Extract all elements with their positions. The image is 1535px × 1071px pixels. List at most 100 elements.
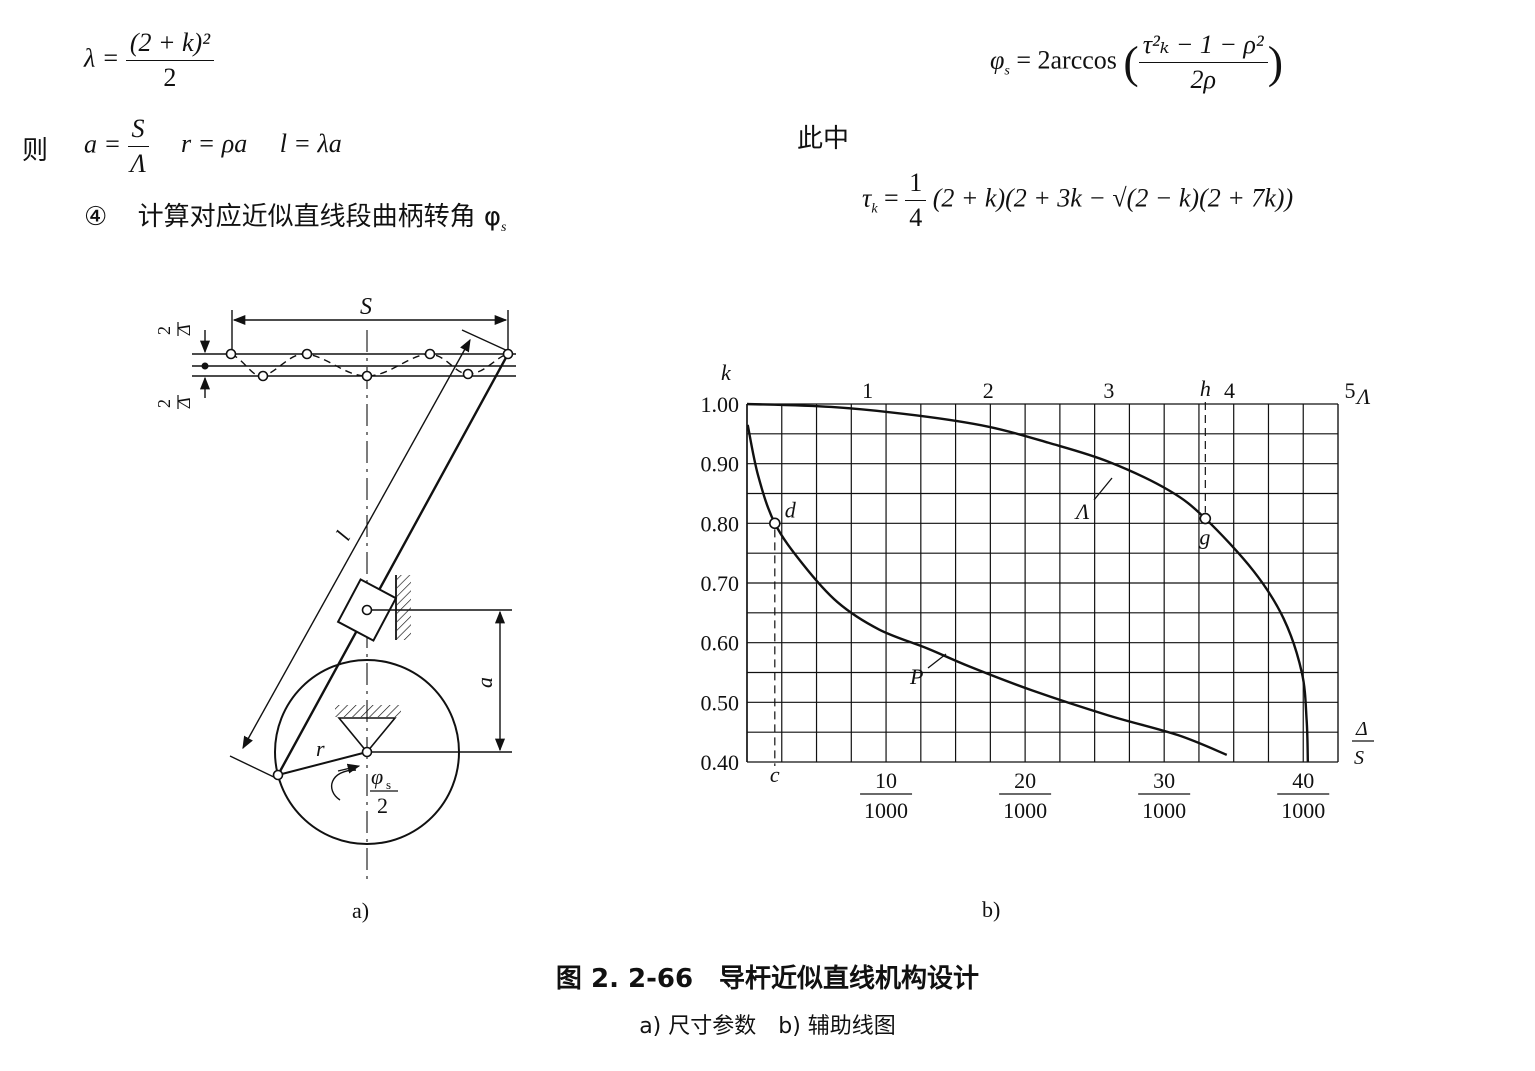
- pivot-hatch: [335, 705, 401, 717]
- label-a: a: [472, 677, 497, 688]
- caption-b: b): [982, 897, 1000, 922]
- lambda-fraction: (2 + k)² 2: [125, 28, 215, 93]
- point-label-g: g: [1199, 525, 1210, 550]
- x-bottom-tick-den: 1000: [1003, 798, 1047, 823]
- formula-phi: φs = 2arccos ( τ²ₖ − 1 − ρ² 2ρ ): [990, 30, 1283, 95]
- tau-lhs: τ: [862, 183, 872, 213]
- label-delta-top-num: Δ: [174, 324, 194, 336]
- phi-den: 2ρ: [1190, 64, 1216, 94]
- phi-lhs: φ: [990, 45, 1005, 75]
- y-tick-label: 0.60: [701, 631, 740, 656]
- phi-arrow: [337, 763, 361, 774]
- a-num: S: [127, 114, 149, 147]
- ze-label: 则: [22, 136, 49, 166]
- l-dimension-line: [242, 338, 471, 750]
- r-eq: r = ρa: [181, 129, 248, 159]
- phi-paren-close: ): [1267, 36, 1284, 88]
- l-ext-top: [461, 329, 511, 353]
- step-sub: s: [501, 220, 507, 236]
- x-top-tick-label: 3: [1103, 378, 1114, 403]
- figure-subtitle: a) 尺寸参数 b) 辅助线图: [639, 1014, 896, 1039]
- band-dot: [201, 362, 209, 370]
- cizhong-label: 此中: [797, 124, 850, 154]
- lambda-lhs: λ =: [84, 43, 120, 73]
- x-bottom-tick-den: 1000: [864, 798, 908, 823]
- x-bottom-tick-den: 1000: [1281, 798, 1325, 823]
- pin-point: [462, 368, 474, 380]
- pin-point: [502, 348, 514, 360]
- x-bottom-label-den: S: [1354, 747, 1364, 769]
- x-bottom-tick-num: 30: [1153, 768, 1175, 793]
- marked-point-g: [1199, 512, 1212, 525]
- x-top-tick-label: 5: [1345, 378, 1356, 403]
- phi-eq: = 2arccos: [1016, 45, 1117, 75]
- y-tick-label: 0.90: [701, 452, 740, 477]
- x-bottom-tick-den: 1000: [1142, 798, 1186, 823]
- formula-lambda: λ = (2 + k)² 2: [84, 28, 215, 93]
- formula-tau: τk = 1 4 (2 + k)(2 + 3k − √(2 − k)(2 + 7…: [862, 168, 1293, 233]
- pin-point: [257, 370, 269, 382]
- slider-pin: [361, 604, 373, 616]
- step-line: ④ 计算对应近似直线段曲柄转角 φs: [84, 196, 506, 236]
- label-phi-sub: s: [386, 777, 391, 792]
- point-label-d: d: [785, 497, 797, 522]
- guide-label-c: c: [770, 762, 780, 787]
- l-ext-bottom: [229, 755, 281, 781]
- x-top-tick-label: 4: [1224, 378, 1235, 403]
- label-delta-top-den: 2: [154, 326, 174, 335]
- phi-fraction: τ²ₖ − 1 − ρ² 2ρ: [1138, 30, 1268, 95]
- guide-label-h: h: [1200, 376, 1211, 401]
- series-curve-lambda: [746, 402, 1310, 763]
- marked-point-d: [769, 517, 781, 530]
- pin-point: [301, 348, 313, 360]
- formula-a: a = S Λ r = ρa l = λa: [84, 114, 342, 179]
- label-r: r: [316, 736, 325, 761]
- phi-num: τ²ₖ − 1 − ρ²: [1138, 30, 1268, 63]
- step-text: 计算对应近似直线段曲柄转角 φ: [137, 202, 501, 232]
- slider-support-hatch: [397, 575, 411, 640]
- label-delta-bot-den: 2: [154, 399, 174, 408]
- lambda-den: 2: [163, 62, 177, 92]
- pivot-triangle: [337, 717, 397, 754]
- y-tick-label: 0.70: [701, 571, 740, 596]
- series-leader-lambda: [1093, 477, 1113, 501]
- label-phi: φ: [371, 764, 383, 789]
- tau-rhs: (2 + k)(2 + 3k − √(2 − k)(2 + 7k)): [932, 183, 1294, 213]
- y-tick-label: 1.00: [701, 392, 740, 417]
- a-den: Λ: [130, 148, 146, 178]
- series-curve-p: [746, 424, 1228, 756]
- x-bottom-tick-num: 10: [875, 768, 897, 793]
- x-bottom-tick-num: 20: [1014, 768, 1036, 793]
- tau-sub: k: [871, 201, 878, 217]
- y-tick-label: 0.80: [701, 511, 740, 536]
- figure-title: 图 2. 2-66 导杆近似直线机构设计: [555, 964, 980, 994]
- x-top-tick-label: 1: [862, 378, 873, 403]
- phi-sub: s: [1004, 63, 1010, 79]
- a-fraction: S Λ: [127, 114, 149, 179]
- tau-eq: =: [884, 183, 899, 213]
- tau-num: 1: [905, 168, 927, 201]
- crank-end-pin: [272, 769, 284, 781]
- pin-point: [424, 348, 436, 360]
- step-marker: ④: [84, 202, 108, 232]
- x-bottom-tick-num: 40: [1292, 768, 1314, 793]
- mechanism-diagram: S Δ 2 Δ 2 l a r φ s 2 a): [154, 294, 516, 923]
- lambda-num: (2 + k)²: [125, 28, 215, 61]
- x-bottom-label-num: Δ: [1355, 718, 1368, 740]
- label-phi-den: 2: [377, 793, 388, 818]
- caption-a: a): [352, 898, 369, 923]
- tau-den: 4: [909, 202, 923, 232]
- label-s: S: [360, 294, 372, 320]
- pin-point: [361, 370, 373, 382]
- x-top-axis-label: Λ: [1355, 384, 1371, 409]
- pin-point: [225, 348, 237, 360]
- crank-center-pin: [361, 746, 373, 758]
- x-top-tick-label: 2: [983, 378, 994, 403]
- crank-arm: [277, 751, 368, 776]
- phi-paren-open: (: [1123, 36, 1139, 88]
- l-eq: l = λa: [279, 129, 342, 159]
- tau-fraction: 1 4: [905, 168, 927, 233]
- a-lhs: a =: [84, 129, 122, 159]
- series-leader-p: [927, 653, 947, 669]
